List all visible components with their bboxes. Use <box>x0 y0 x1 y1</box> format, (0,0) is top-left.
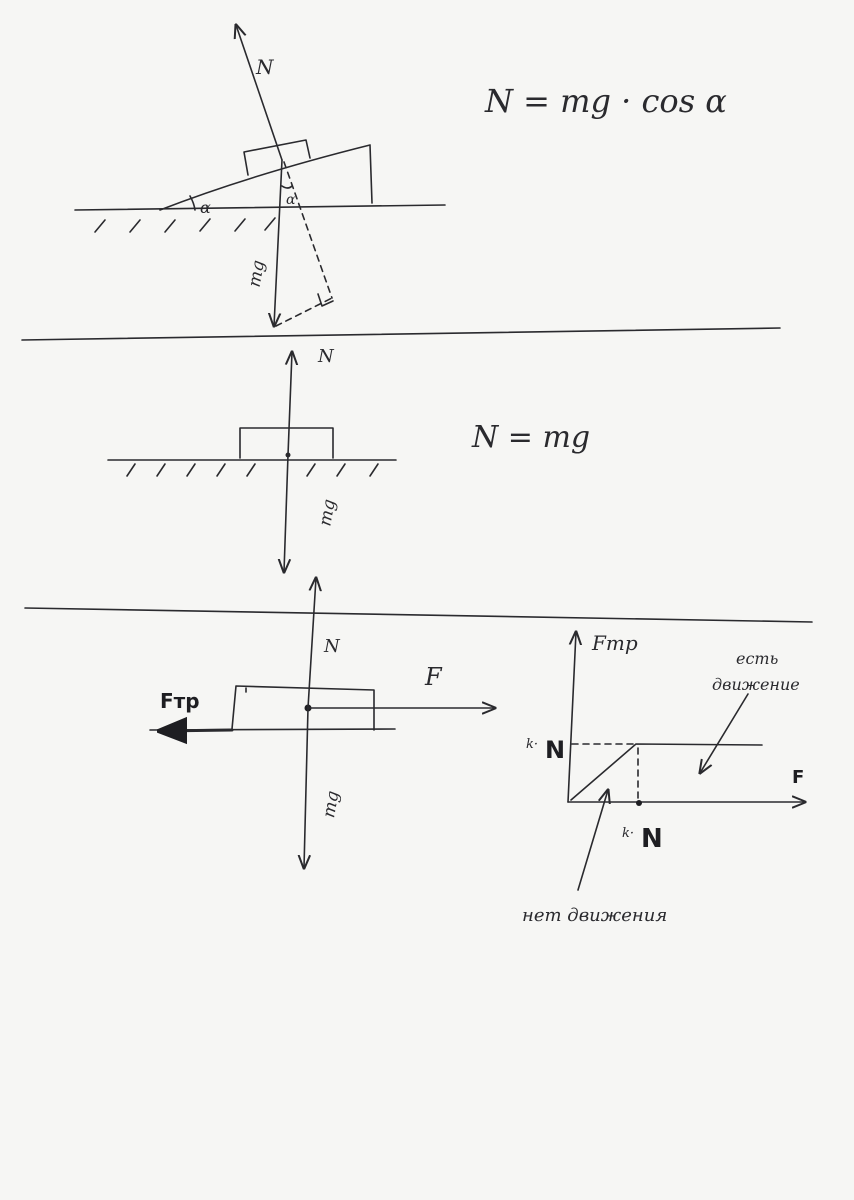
incline-angle-sub-label: α <box>286 192 296 208</box>
graph-x-coef-bold: N <box>641 824 663 854</box>
friction-graph: Fтр F k· N k· N есть движение нет движен… <box>522 631 805 926</box>
graph-y-coef-label: k· <box>526 737 538 752</box>
section-divider-1 <box>21 327 781 341</box>
motion-label-line1: есть <box>736 649 778 668</box>
friction-block <box>231 685 375 731</box>
incline-angle-label: α <box>200 198 211 217</box>
right-angle-mark <box>317 293 334 307</box>
angle-arc <box>189 195 196 211</box>
friction-force-arrow <box>160 730 234 731</box>
friction-gravity-arrow <box>304 707 308 868</box>
flat-gravity-arrow <box>284 454 288 572</box>
gravity-normal-component-line <box>283 161 333 299</box>
graph-x-threshold-point <box>636 800 642 806</box>
flat-section: N mg N = mg <box>107 346 590 572</box>
friction-section: N F Fтр mg <box>149 578 495 868</box>
incline-wedge <box>159 144 373 211</box>
angle-arc-small <box>281 185 293 189</box>
incline-formula: N = mg · cos α <box>484 82 727 120</box>
flat-ground-hatching <box>126 463 379 477</box>
incline-gravity-arrow <box>274 159 283 326</box>
graph-x-coef-label: k· <box>622 826 634 841</box>
flat-normal-force-arrow <box>288 352 292 456</box>
applied-force-label: F <box>424 663 443 691</box>
incline-section: N α α mg N = mg · cos α <box>74 25 727 327</box>
incline-ground-line <box>74 204 446 211</box>
graph-y-coef-bold: N <box>545 736 565 764</box>
incline-block <box>243 139 311 176</box>
graph-friction-curve <box>570 743 763 801</box>
incline-normal-force-label: N <box>255 55 275 79</box>
graph-y-axis <box>567 632 576 803</box>
motion-pointer-arrow <box>700 693 749 773</box>
graph-x-axis-label: F <box>792 767 804 788</box>
friction-normal-force-label: N <box>323 636 341 657</box>
section-divider-2 <box>24 607 813 623</box>
flat-formula: N = mg <box>471 420 590 455</box>
incline-normal-force-arrow <box>236 25 283 161</box>
friction-normal-force-arrow <box>307 578 316 709</box>
flat-block <box>239 427 334 459</box>
gravity-tangential-component-line <box>275 297 333 327</box>
incline-ground-hatching <box>94 217 276 233</box>
friction-gravity-label: mg <box>319 789 343 819</box>
no-motion-pointer-arrow <box>577 790 608 891</box>
flat-gravity-label: mg <box>315 498 339 528</box>
incline-gravity-label: mg <box>245 259 269 289</box>
motion-label-line2: движение <box>712 675 800 694</box>
friction-force-label: Fтр <box>160 689 200 713</box>
graph-y-axis-label: Fтр <box>591 631 638 655</box>
no-motion-label: нет движения <box>522 905 667 926</box>
flat-normal-force-label: N <box>317 346 335 367</box>
